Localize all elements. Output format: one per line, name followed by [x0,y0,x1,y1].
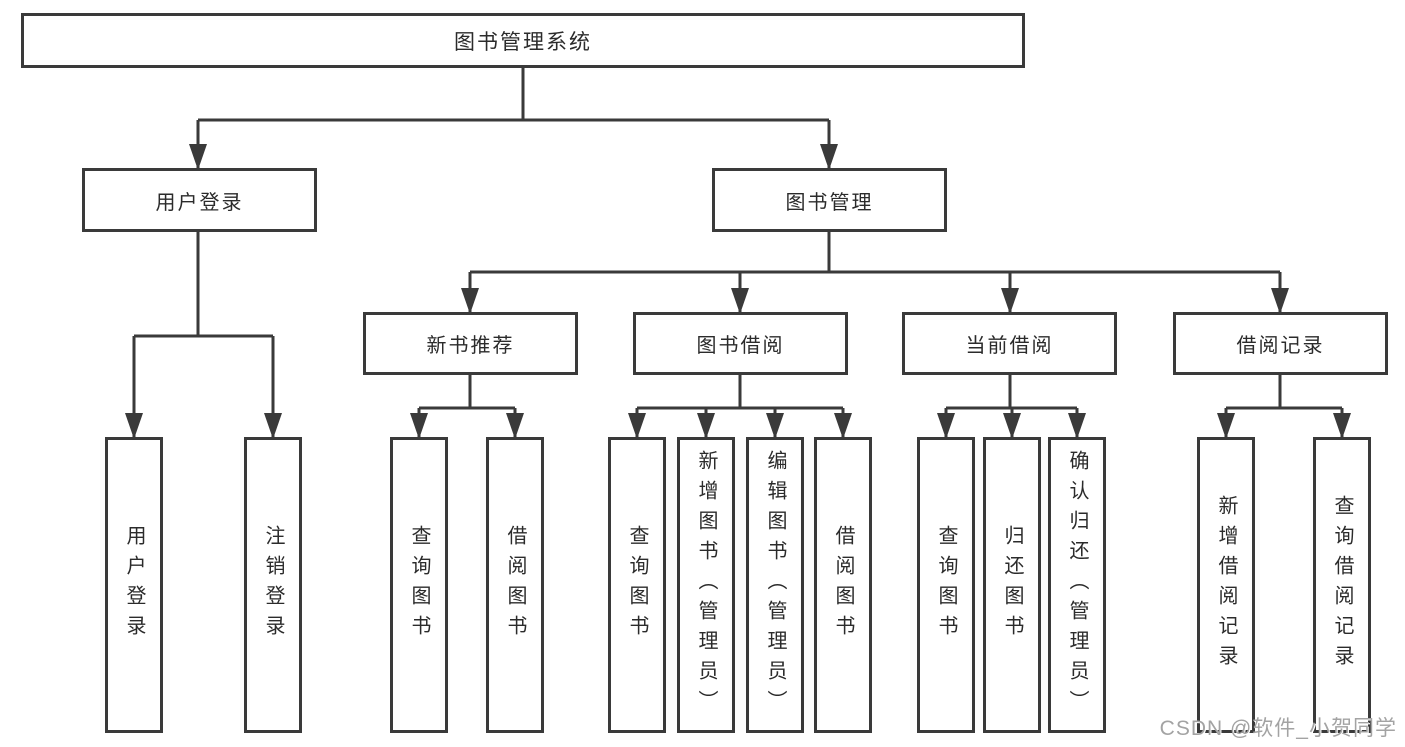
leaf-newbooks-query-books: 查询图书 [390,437,448,733]
leaf-records-add-record: 新增借阅记录 [1197,437,1255,733]
branch-rail-user-login [134,232,273,338]
leaf-logout: 注销登录 [244,437,302,733]
node-new-books: 新书推荐 [363,312,578,375]
node-new-books-label: 新书推荐 [426,335,515,357]
leaf-records-query-record: 查询借阅记录 [1313,437,1371,733]
node-root: 图书管理系统 [21,13,1025,68]
leaf-borrowing-borrow-books: 借阅图书 [814,437,872,733]
leaf-borrowing-add-books-admin-label: 新增图书（管理员） [695,450,717,720]
leaf-current-confirm-return-admin: 确认归还（管理员） [1048,437,1106,733]
leaf-records-query-record-label: 查询借阅记录 [1331,495,1353,675]
leaf-newbooks-query-books-label: 查询图书 [408,525,430,645]
leaf-newbooks-borrow-books: 借阅图书 [486,437,544,733]
node-current-borrowing-label: 当前借阅 [965,335,1054,357]
leaf-borrowing-edit-books-admin-label: 编辑图书（管理员） [764,450,786,720]
node-book-borrowing: 图书借阅 [633,312,848,375]
branch-rail-book-borrowing [637,375,843,410]
leaf-logout-label: 注销登录 [262,525,284,645]
leaf-borrowing-add-books-admin: 新增图书（管理员） [677,437,735,733]
leaf-current-query-books-label: 查询图书 [935,525,957,645]
node-book-management: 图书管理 [712,168,947,232]
node-borrow-records-label: 借阅记录 [1236,335,1325,357]
leaf-borrowing-query-books: 查询图书 [608,437,666,733]
leaf-borrowing-edit-books-admin: 编辑图书（管理员） [746,437,804,733]
leaf-records-add-record-label: 新增借阅记录 [1215,495,1237,675]
node-book-borrowing-label: 图书借阅 [696,335,785,357]
leaf-user-login-label: 用户登录 [123,525,145,645]
branch-rail-new-books [419,375,515,410]
node-user-login: 用户登录 [82,168,317,232]
leaf-current-return-books: 归还图书 [983,437,1041,733]
leaf-current-return-books-label: 归还图书 [1001,525,1023,645]
node-user-login-label: 用户登录 [155,191,244,214]
leaf-user-login: 用户登录 [105,437,163,733]
branch-rail-root [198,68,829,122]
leaf-borrowing-query-books-label: 查询图书 [626,525,648,645]
leaf-current-query-books: 查询图书 [917,437,975,733]
branch-rail-book-management [470,232,1280,274]
node-root-label: 图书管理系统 [454,30,592,54]
node-current-borrowing: 当前借阅 [902,312,1117,375]
node-book-management-label: 图书管理 [785,191,874,214]
leaf-current-confirm-return-admin-label: 确认归还（管理员） [1066,450,1088,720]
leaf-borrowing-borrow-books-label: 借阅图书 [832,525,854,645]
leaf-newbooks-borrow-books-label: 借阅图书 [504,525,526,645]
arrow-stems [125,120,1351,439]
branch-rail-current-borrowing [946,375,1077,410]
branch-rail-borrow-records [1226,375,1342,410]
node-borrow-records: 借阅记录 [1173,312,1388,375]
